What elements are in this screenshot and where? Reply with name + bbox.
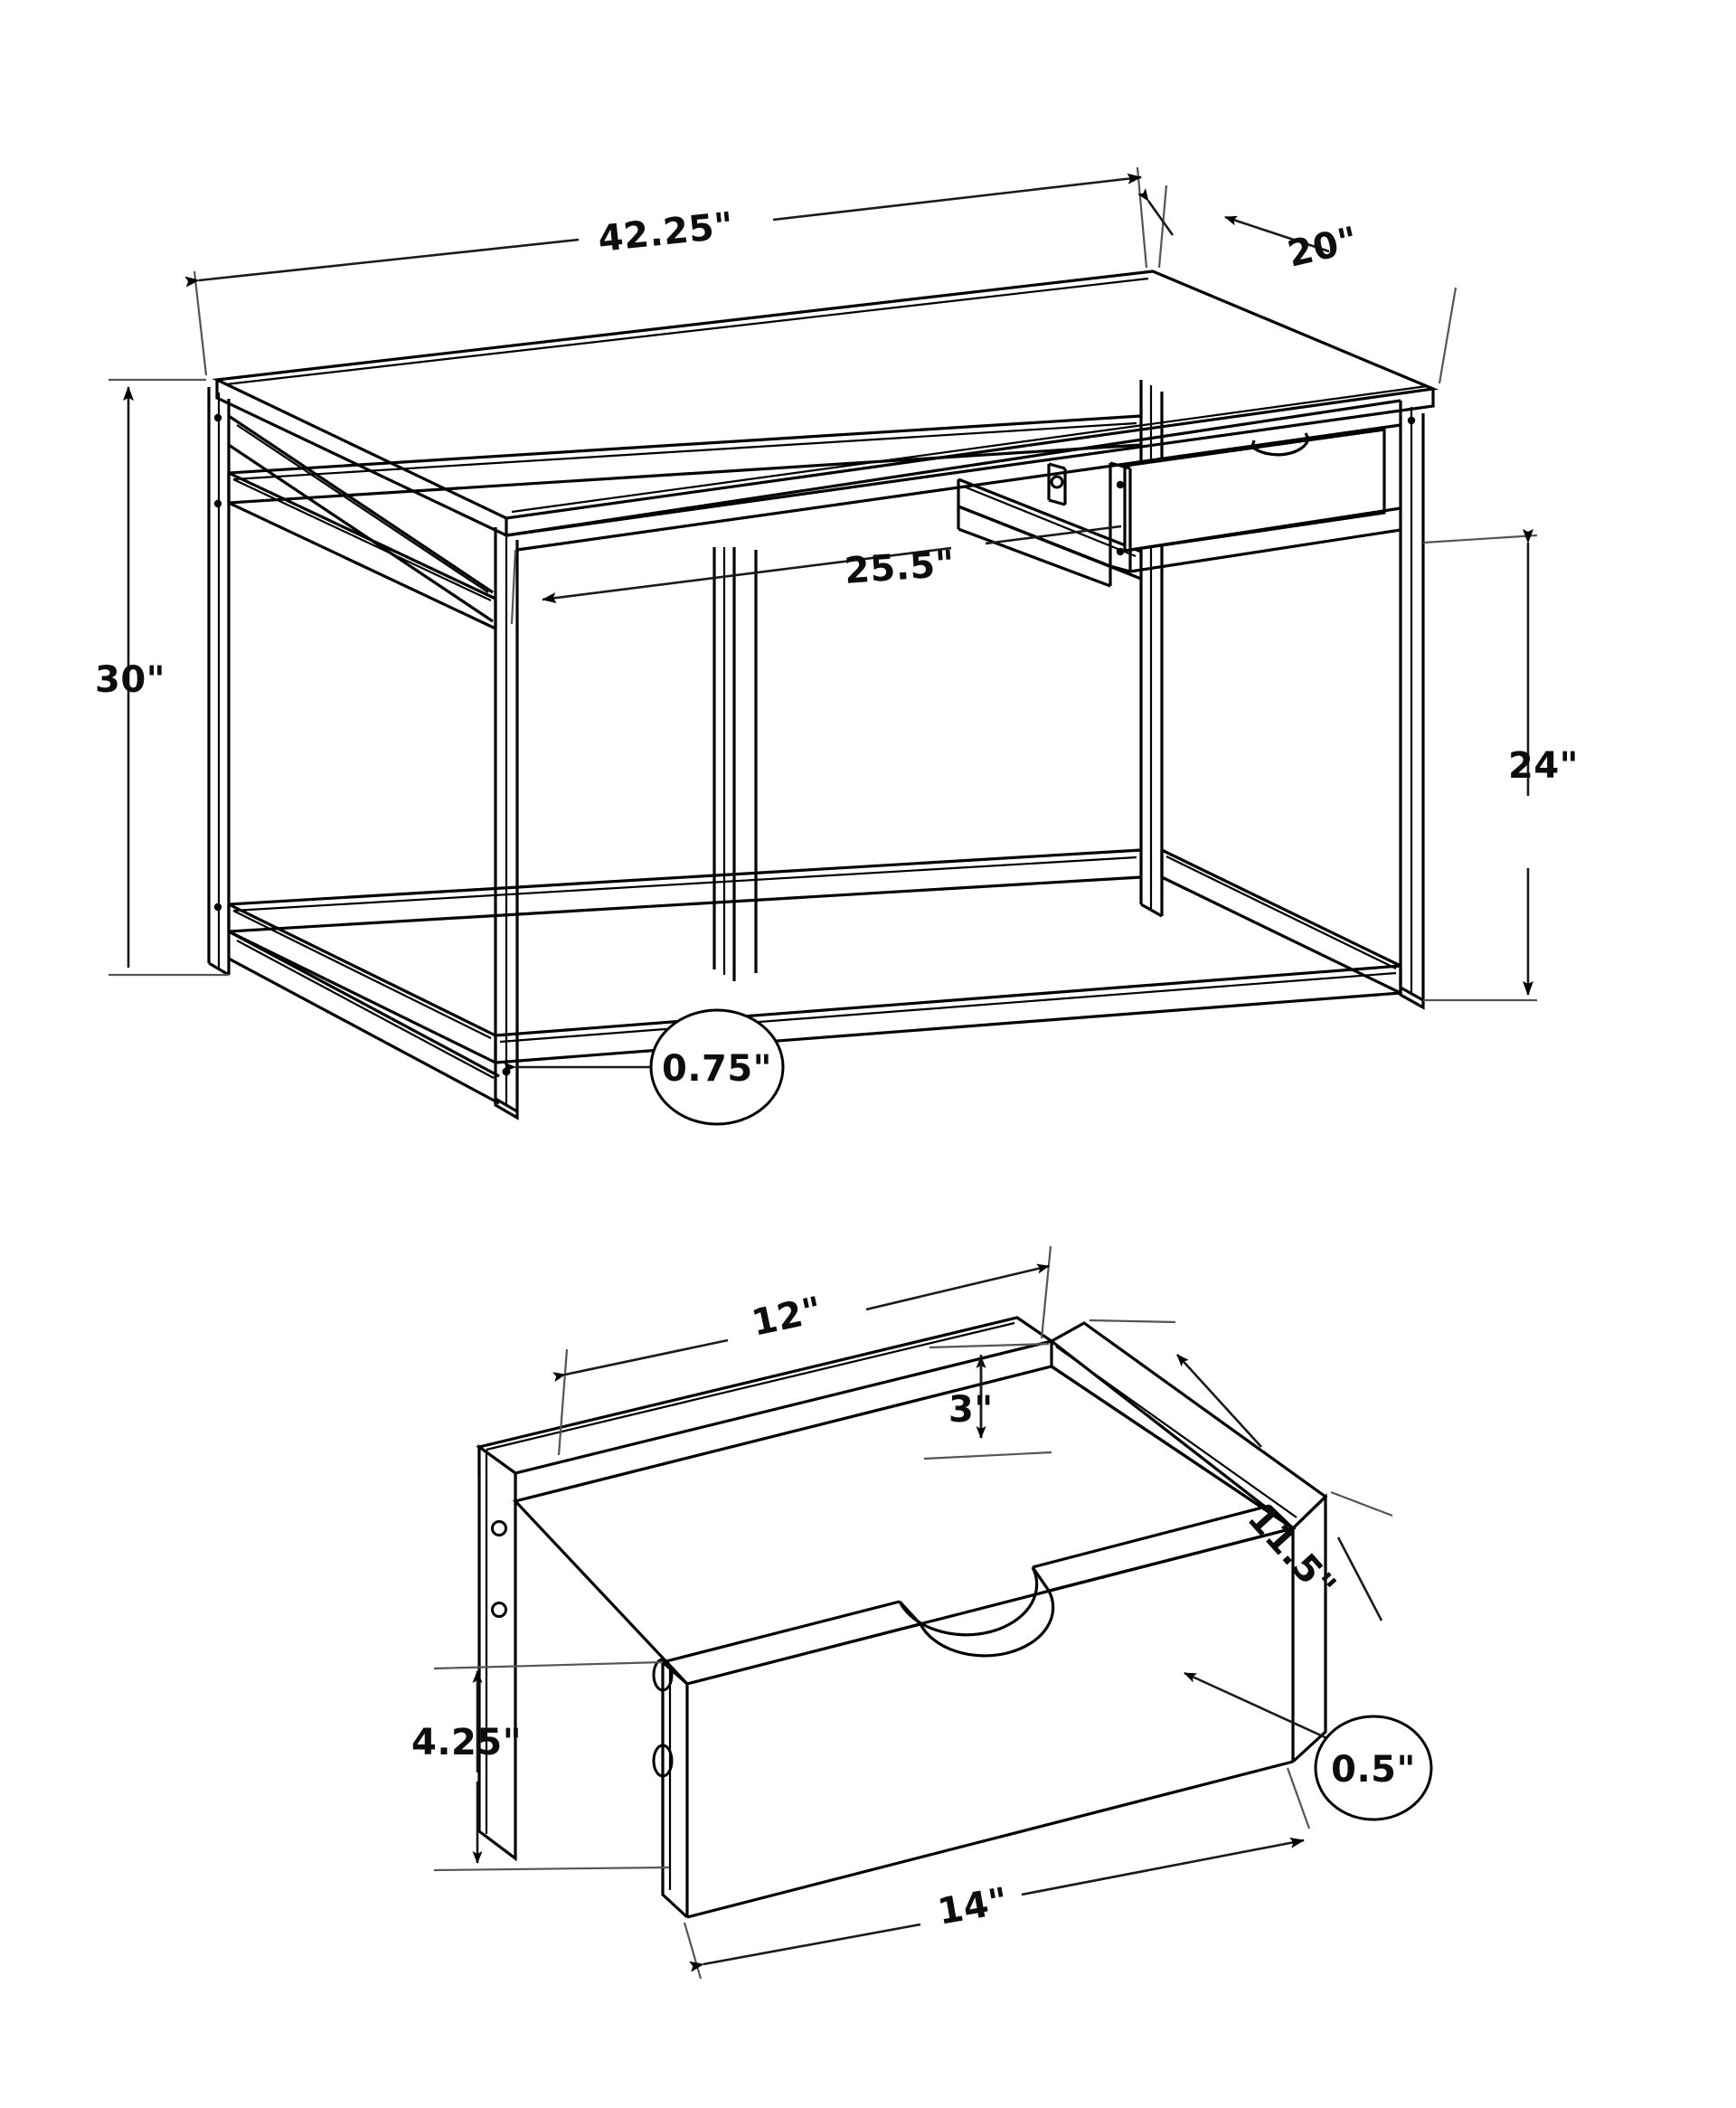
callout-frame-thickness: 0.75": [504, 1008, 785, 1126]
drawer-assembly: [476, 1316, 1328, 1980]
callout-panel-thickness: 0.5": [1184, 1671, 1433, 1821]
dim-desk-height: 30": [95, 378, 229, 977]
desk-left-side-frame: [207, 387, 519, 1120]
dim-drawer-front-height: 4.25": [411, 1660, 670, 1872]
dim-drawer-front-height-label: 4.25": [411, 1722, 522, 1763]
dim-drawer-inner-width: 12": [552, 1245, 1052, 1456]
callout-bubble-05: [1314, 1715, 1433, 1821]
desk-apron-and-drawer: [228, 399, 1401, 588]
callout-panel-thickness-label: 0.5": [1331, 1749, 1416, 1791]
desk-drawer-front[interactable]: [1109, 428, 1401, 573]
desk-front-bottom-rail: [228, 848, 1401, 1064]
drawer-front-panel[interactable]: [661, 1493, 1327, 1980]
callout-bubble-075: [649, 1008, 785, 1126]
dim-desk-inner-width-label: 25.5": [843, 544, 956, 592]
desk-top-panel: [212, 269, 1439, 538]
dim-drawer-back-height-label: 3": [948, 1389, 994, 1431]
desk-dimension-annotations: 42.25" 20" 30" 25.5": [95, 166, 1579, 1126]
callout-frame-thickness-label: 0.75": [662, 1048, 772, 1090]
dim-desk-height-label: 30": [95, 659, 165, 701]
desk-center-support: [712, 547, 758, 981]
dim-desk-under-height: 24": [1422, 529, 1579, 1002]
desk-assembly: [207, 269, 1439, 1120]
dim-drawer-back-height: 3": [923, 1342, 1052, 1460]
dim-desk-under-height-label: 24": [1508, 745, 1579, 787]
dim-desk-inner-width: 25.5": [510, 525, 1122, 625]
